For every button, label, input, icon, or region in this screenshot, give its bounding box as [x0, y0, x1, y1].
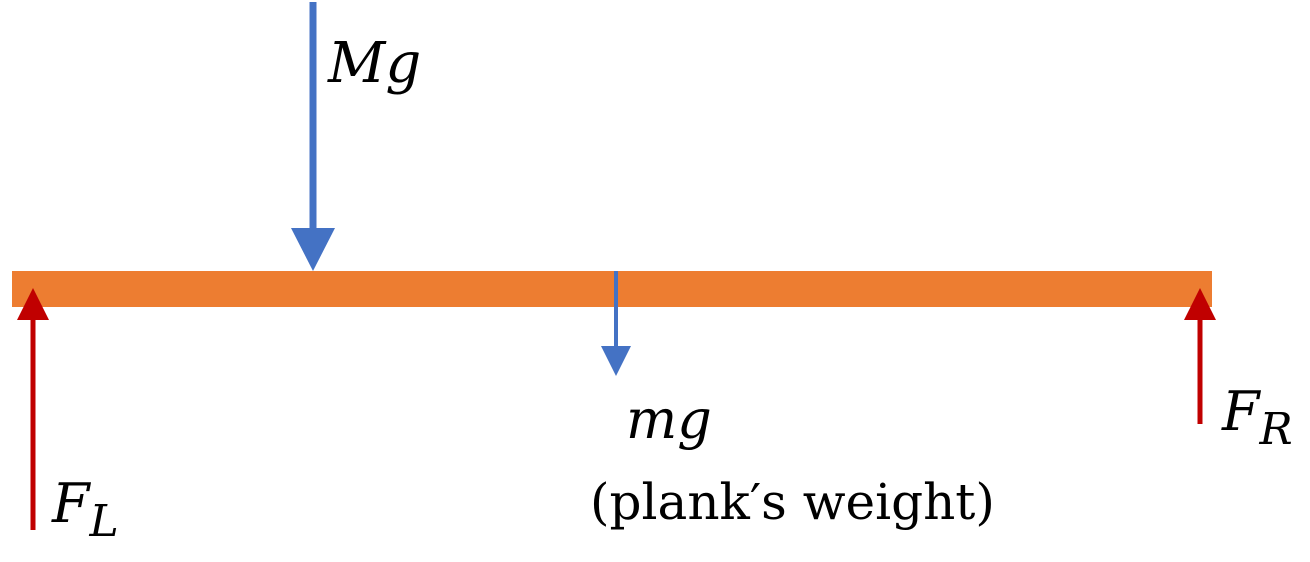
- plank-weight-caption: (plank′s weight): [590, 473, 995, 531]
- left-force-label: FL: [51, 472, 119, 547]
- left-force-base: F: [51, 472, 92, 535]
- right-force-arrow: [1184, 288, 1216, 424]
- mass-weight-label: Mg: [327, 31, 421, 96]
- right-force-label: FR: [1221, 380, 1293, 455]
- mass-weight-arrow: [291, 2, 335, 271]
- plank-weight-arrow: [601, 271, 631, 376]
- plank-weight-label: mg: [626, 388, 712, 451]
- left-force-subscript: L: [88, 496, 118, 547]
- right-force-base: F: [1221, 380, 1262, 443]
- left-force-arrow: [17, 288, 49, 530]
- right-force-subscript: R: [1258, 404, 1292, 455]
- plank: [12, 271, 1212, 307]
